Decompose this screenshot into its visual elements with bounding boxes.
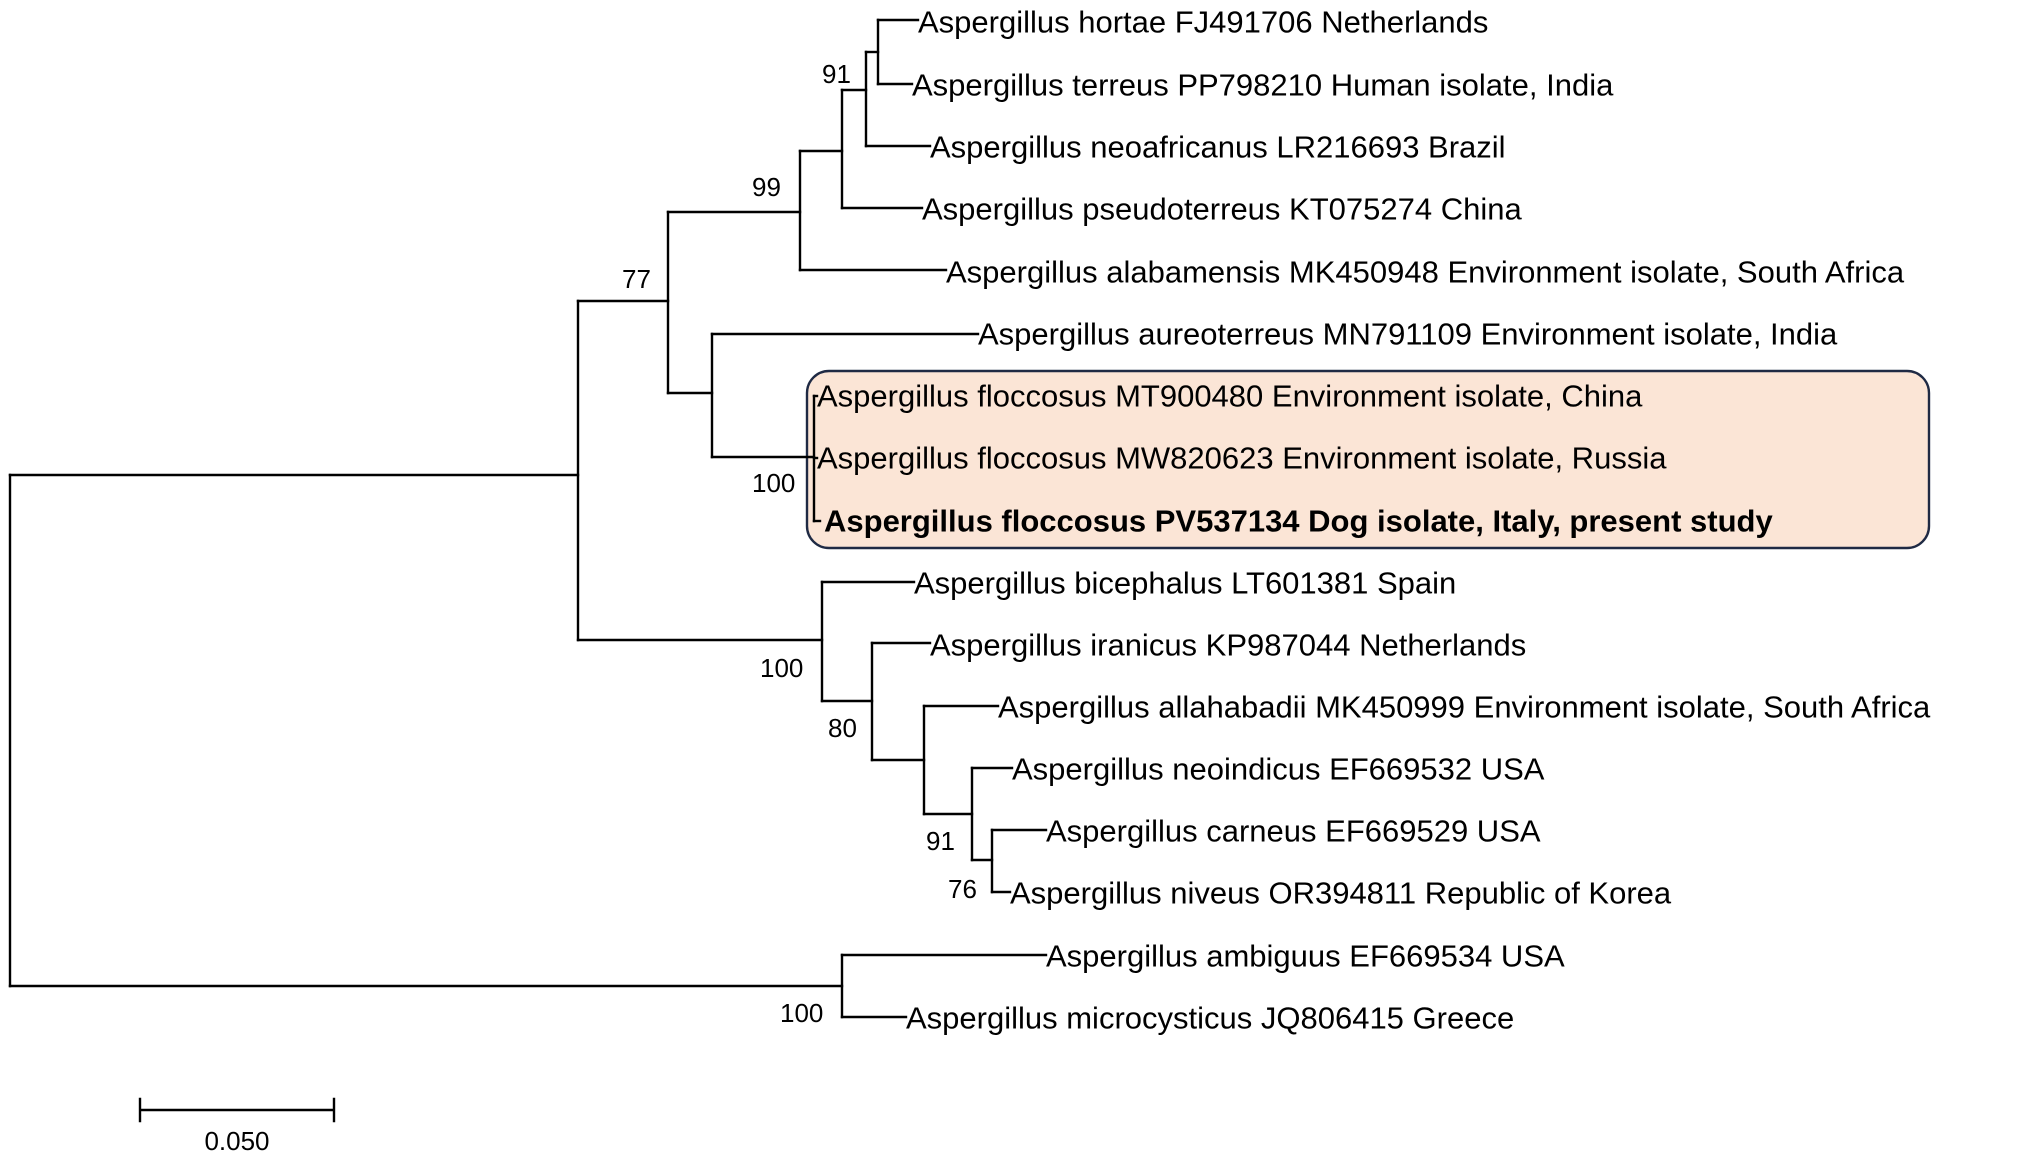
highlight-box: [805, 369, 1931, 550]
support-value: 77: [622, 264, 651, 294]
taxon-label-highlighted: Aspergillus floccosus PV537134 Dog isola…: [824, 504, 1773, 539]
support-value: 91: [926, 826, 955, 856]
support-value: 91: [822, 59, 851, 89]
taxon-label: Aspergillus iranicus KP987044 Netherland…: [930, 628, 1526, 663]
support-value: 99: [752, 172, 781, 202]
support-value: 76: [948, 874, 977, 904]
taxon-label: Aspergillus carneus EF669529 USA: [1046, 814, 1541, 849]
taxon-label: Aspergillus floccosus MT900480 Environme…: [817, 379, 1643, 414]
support-value: 80: [828, 713, 857, 743]
support-value: 100: [752, 468, 795, 498]
taxon-label: Aspergillus alabamensis MK450948 Environ…: [946, 255, 1905, 290]
taxon-label: Aspergillus neoafricanus LR216693 Brazil: [930, 130, 1506, 165]
support-value: 100: [760, 653, 803, 683]
support-values: 91 99 77 100 100 80 91 76 100: [622, 59, 977, 1028]
taxon-label: Aspergillus ambiguus EF669534 USA: [1046, 939, 1565, 974]
tree-branches: [8, 18, 1048, 1019]
taxon-label: Aspergillus pseudoterreus KT075274 China: [922, 192, 1522, 227]
taxon-label: Aspergillus floccosus MW820623 Environme…: [817, 441, 1667, 476]
taxon-label: Aspergillus hortae FJ491706 Netherlands: [918, 5, 1488, 40]
scale-bar-line: [138, 1097, 336, 1123]
taxon-label: Aspergillus microcysticus JQ806415 Greec…: [906, 1001, 1514, 1036]
scale-bar-label: 0.050: [204, 1126, 269, 1156]
taxon-label: Aspergillus allahabadii MK450999 Environ…: [998, 690, 1931, 725]
scale-bar: 0.050: [138, 1097, 336, 1156]
taxon-label: Aspergillus terreus PP798210 Human isola…: [912, 68, 1614, 103]
taxon-label: Aspergillus niveus OR394811 Republic of …: [1010, 876, 1672, 911]
taxon-labels: Aspergillus hortae FJ491706 Netherlands …: [817, 5, 1931, 1036]
taxon-label: Aspergillus neoindicus EF669532 USA: [1012, 752, 1545, 787]
taxon-label: Aspergillus aureoterreus MN791109 Enviro…: [978, 317, 1838, 352]
support-value: 100: [780, 998, 823, 1028]
taxon-label: Aspergillus bicephalus LT601381 Spain: [914, 566, 1456, 601]
